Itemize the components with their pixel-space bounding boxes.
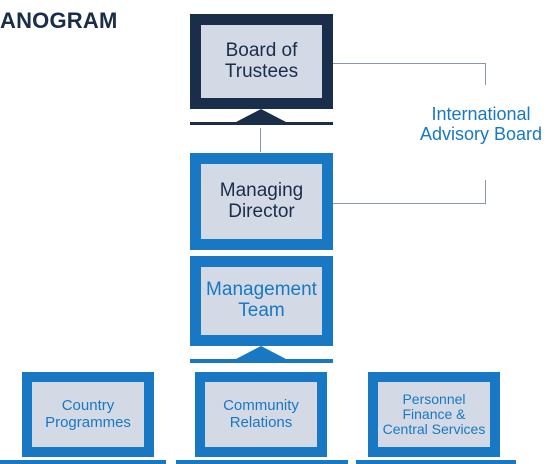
country-programmes-base [0,460,166,464]
board-of-trustees-screen: Board of Trustees [201,25,322,98]
connector-board-advisory-h [332,63,485,64]
management-team-screen: Management Team [201,267,322,335]
page-title: ANOGRAM [0,8,118,33]
management-team-base [190,359,333,363]
community-relations-label: Community Relations [223,397,299,431]
personnel-finance-label: Personnel Finance & Central Services [382,391,486,437]
managing-director-label: Managing Director [219,179,304,222]
community-relations-base [176,460,348,464]
managing-director-node: Managing Director [190,153,333,250]
connector-board-advisory-v [485,63,486,85]
connector-director-advisory-v [485,180,486,204]
management-team-stand [236,346,286,359]
international-advisory-board-label: International Advisory Board [419,104,543,144]
community-relations-screen: Community Relations [205,382,317,447]
managing-director-screen: Managing Director [201,164,322,239]
board-of-trustees-node: Board of Trustees [190,14,333,109]
country-programmes-screen: Country Programmes [32,382,144,447]
country-programmes-label: Country Programmes [45,397,131,431]
connector-director-advisory-h [332,203,485,204]
personnel-finance-node: Personnel Finance & Central Services [368,372,500,457]
management-team-node: Management Team [190,256,333,346]
board-of-trustees-base [190,122,333,125]
country-programmes-node: Country Programmes [22,372,154,457]
board-of-trustees-stand [236,109,286,122]
personnel-finance-base [356,460,516,464]
board-of-trustees-label: Board of Trustees [224,39,299,82]
community-relations-node: Community Relations [195,372,327,457]
management-team-label: Management Team [206,279,317,321]
connector-board-director [260,128,261,152]
personnel-finance-screen: Personnel Finance & Central Services [378,382,490,447]
